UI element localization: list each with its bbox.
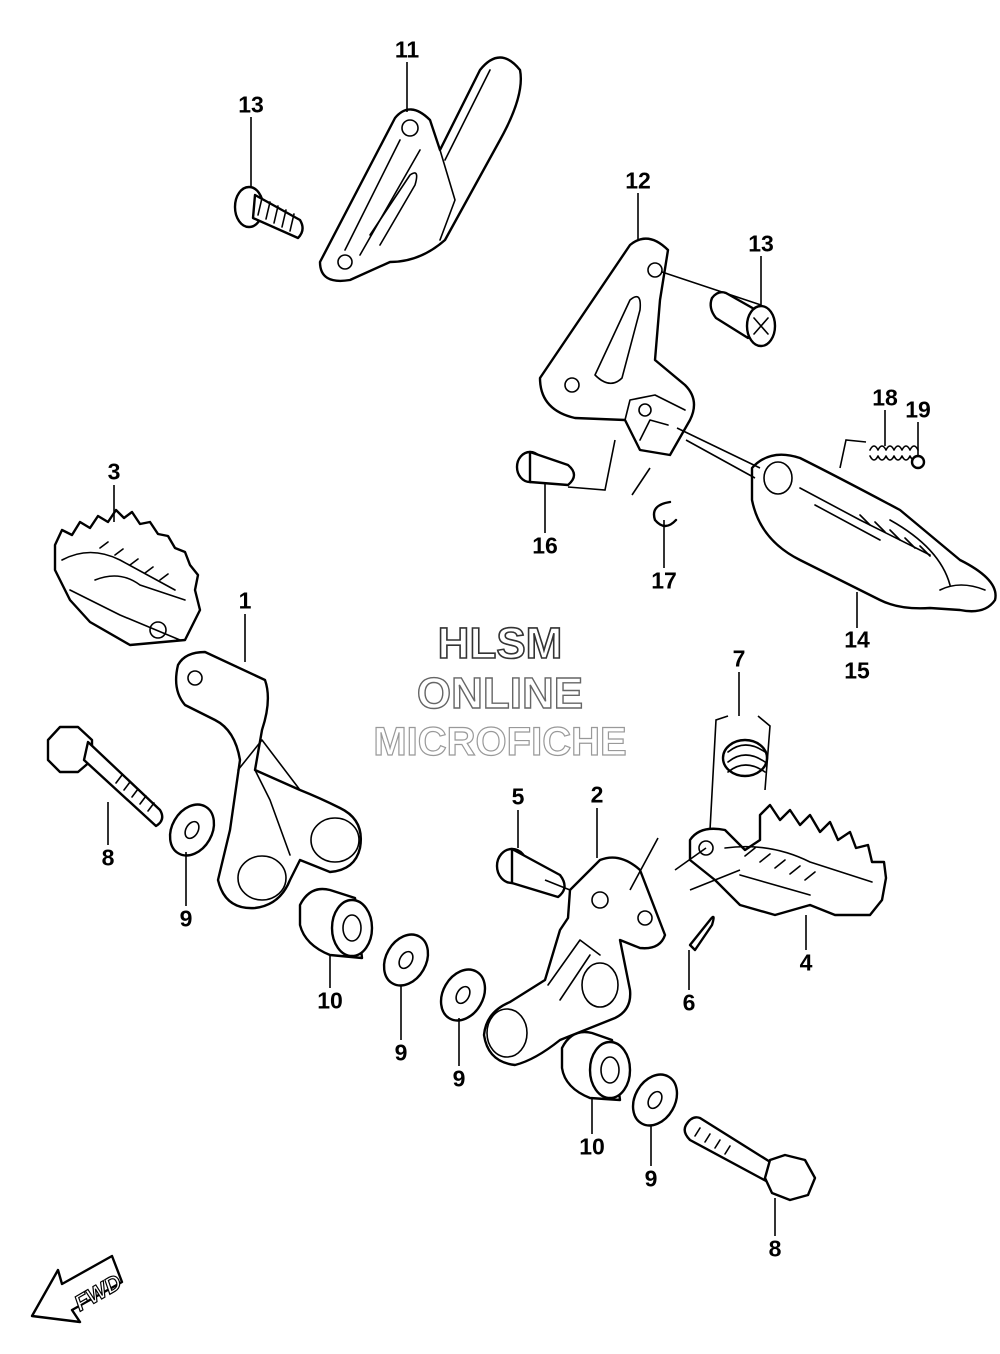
callout-12: 12 xyxy=(625,167,651,194)
callout-5: 5 xyxy=(511,783,525,810)
callout-15: 15 xyxy=(844,657,870,684)
callout-13: 13 xyxy=(238,91,264,118)
callout-7: 7 xyxy=(732,645,746,672)
callout-8: 8 xyxy=(101,844,115,871)
callout-14: 14 xyxy=(844,626,870,653)
ball-part xyxy=(910,454,926,470)
spring-part xyxy=(869,445,919,461)
bolt-part xyxy=(709,290,777,348)
callout-4: 4 xyxy=(799,949,813,976)
heel-guard-part xyxy=(318,56,522,283)
washer-part xyxy=(382,933,430,987)
callout-13: 13 xyxy=(748,230,774,257)
bolt-part xyxy=(46,725,164,828)
callout-6: 6 xyxy=(682,989,696,1016)
pin-part xyxy=(495,847,566,899)
callout-9: 9 xyxy=(179,905,193,932)
callout-10: 10 xyxy=(579,1133,605,1160)
passenger-footpeg-part xyxy=(750,453,997,613)
callout-9: 9 xyxy=(452,1065,466,1092)
bushing-part xyxy=(298,887,374,960)
watermark-line-1: HLSM xyxy=(437,619,563,668)
callout-11: 11 xyxy=(394,36,420,63)
callout-3: 3 xyxy=(107,458,121,485)
callout-9: 9 xyxy=(644,1165,658,1192)
right-footpeg-part xyxy=(688,803,888,917)
callout-9: 9 xyxy=(394,1039,408,1066)
washer-part xyxy=(439,968,487,1022)
bolt-part xyxy=(683,1116,817,1202)
right-hanger-part xyxy=(482,856,667,1067)
callout-10: 10 xyxy=(317,987,343,1014)
callout-18: 18 xyxy=(872,384,898,411)
callout-8: 8 xyxy=(768,1235,782,1262)
washer-part xyxy=(631,1073,679,1127)
callout-16: 16 xyxy=(532,532,558,559)
left-hanger-part xyxy=(174,650,362,910)
callout-19: 19 xyxy=(905,396,931,423)
callout-17: 17 xyxy=(651,567,677,594)
watermark-line-2: ONLINE xyxy=(416,669,584,718)
forward-arrow-icon xyxy=(30,1254,124,1324)
pin-part xyxy=(515,450,576,487)
leader-lines xyxy=(107,62,919,1236)
watermark-line-3: MICROFICHE xyxy=(373,720,628,764)
left-footpeg-part xyxy=(53,508,202,647)
cotter-pin-part xyxy=(688,915,715,952)
footrest-bracket-part xyxy=(538,237,696,457)
e-clip-part xyxy=(652,500,678,528)
bolt-part xyxy=(233,185,304,240)
callout-1: 1 xyxy=(238,587,252,614)
callout-2: 2 xyxy=(590,781,604,808)
washer-part xyxy=(168,803,216,857)
assembly-lines xyxy=(544,427,867,891)
bushing-part xyxy=(560,1030,632,1102)
